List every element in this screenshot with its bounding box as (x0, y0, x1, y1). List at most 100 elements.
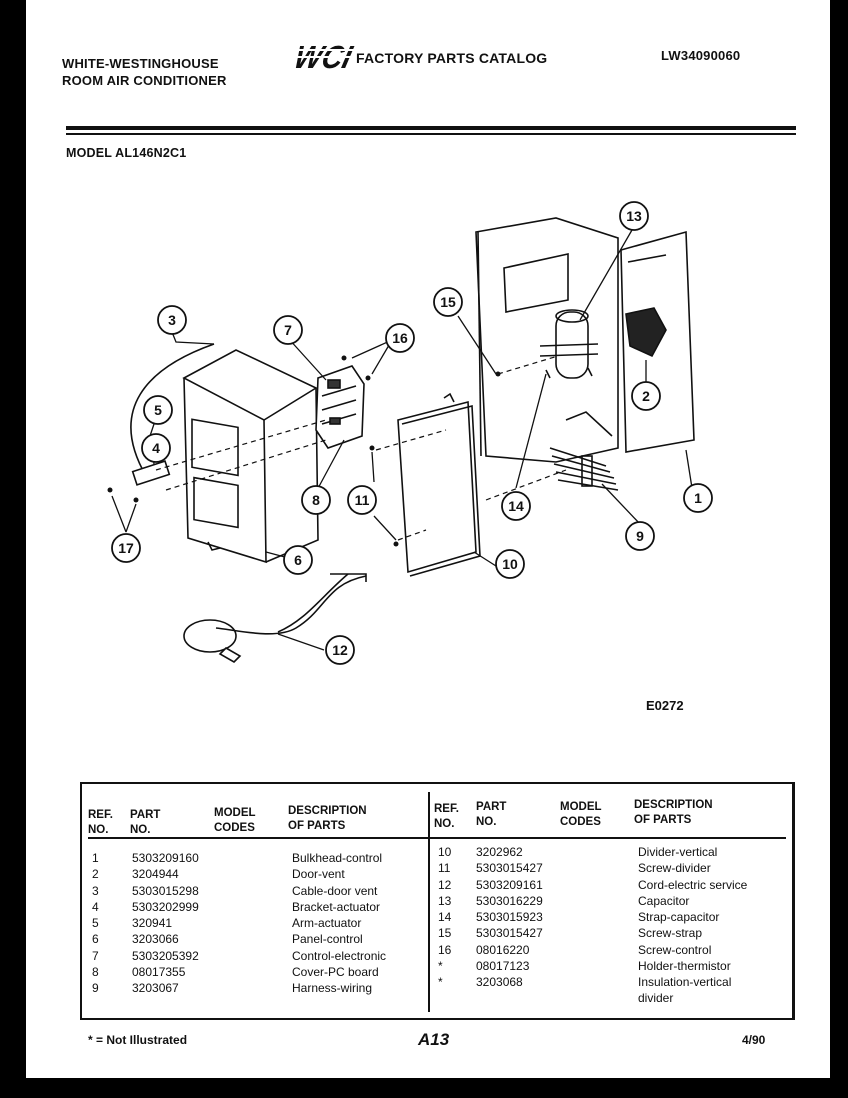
panel-control-drawing (182, 349, 319, 564)
wci-logo: WCI (292, 39, 356, 74)
callout-2: 2 (631, 381, 661, 411)
callout-label: 12 (332, 642, 348, 658)
description-cell: Door-vent (292, 867, 345, 882)
header-ref-no-right: REF.NO. (434, 803, 459, 830)
description-cell: Capacitor (638, 893, 690, 908)
callout-label: 9 (636, 528, 644, 544)
callout-17: 17 (111, 533, 141, 563)
callout-10: 10 (495, 549, 525, 579)
ref-no-cell: * (438, 959, 443, 974)
door-vent-cable-drawing (130, 343, 215, 486)
ref-no-cell: 3 (92, 883, 99, 898)
page-number: A13 (418, 1030, 450, 1049)
ref-no-cell: 4 (92, 899, 99, 914)
header-rule-thin (66, 133, 796, 135)
callout-16: 16 (385, 323, 415, 353)
callout-label: 4 (152, 440, 160, 456)
callout-label: 10 (502, 556, 518, 572)
callout-11: 11 (347, 485, 377, 515)
ref-no-cell: 14 (438, 910, 452, 925)
service-cord-drawing (183, 573, 367, 663)
callout-label: 17 (118, 540, 134, 556)
callout-8: 8 (301, 485, 331, 515)
not-illustrated-note: * = Not Illustrated (88, 1033, 188, 1047)
electronic-control-drawing (315, 365, 365, 449)
drawing-code: E0272 (646, 698, 684, 713)
description-cell: Strap-capacitor (638, 910, 720, 925)
model-number: MODEL AL146N2C1 (66, 146, 187, 160)
part-no-cell: 5303202999 (132, 899, 199, 914)
callout-label: 3 (168, 312, 176, 328)
description-cell: Cord-electric service (638, 877, 748, 892)
callout-1: 1 (683, 483, 713, 513)
part-no-cell: 320941 (132, 916, 173, 931)
brand-line-1: WHITE-WESTINGHOUSE (62, 56, 219, 71)
brand-line-2: ROOM AIR CONDITIONER (62, 73, 227, 88)
ref-no-cell: 1 (92, 851, 99, 865)
ref-no-cell: 16 (438, 942, 452, 957)
ref-no-cell: 2 (92, 867, 99, 882)
description-cell: Screw-strap (638, 926, 703, 941)
callout-label: 15 (440, 294, 456, 310)
ref-no-cell: 11 (438, 861, 451, 876)
description-cell: Cable-door vent (292, 883, 378, 898)
ref-no-cell: 12 (438, 877, 452, 892)
table-row: 2 3204944 Door-vent (82, 866, 422, 882)
part-no-cell: 08017355 (132, 965, 186, 980)
callout-4: 4 (141, 433, 171, 463)
part-no-cell: 3204944 (132, 867, 179, 882)
callout-15: 15 (433, 287, 463, 317)
description-cell: Panel-control (292, 932, 363, 947)
table-header-rule (88, 837, 786, 839)
part-no-cell: 3203066 (132, 932, 179, 947)
callout-12: 12 (325, 635, 355, 665)
callout-label: 16 (392, 330, 408, 346)
ref-no-cell: 9 (92, 981, 99, 996)
wiring-harness-drawing (549, 447, 619, 491)
callout-6: 6 (283, 545, 313, 575)
ref-no-cell: 6 (92, 932, 99, 947)
description-cell: Cover-PC board (292, 965, 379, 980)
part-no-cell: 3203068 (476, 975, 523, 990)
callout-3: 3 (157, 305, 187, 335)
callout-label: 8 (312, 492, 320, 508)
part-no-cell: 5303015427 (476, 926, 543, 941)
table-row: 15 5303015427 Screw-strap (428, 925, 788, 941)
ref-no-cell: 10 (438, 845, 452, 859)
part-no-cell: 5303205392 (132, 948, 199, 963)
catalog-title: FACTORY PARTS CATALOG (356, 50, 548, 66)
table-row: 1 5303209160 Bulkhead-control (82, 850, 422, 866)
part-no-cell: 5303209160 (132, 851, 199, 865)
callout-5: 5 (143, 395, 173, 425)
divider-vertical-drawing (397, 392, 481, 577)
callout-label: 13 (626, 208, 642, 224)
description-cell: Bracket-actuator (292, 899, 381, 914)
callout-label: 14 (508, 498, 524, 514)
assembly-lines (155, 355, 567, 541)
callout-14: 14 (501, 491, 531, 521)
brand-block: WHITE-WESTINGHOUSE ROOM AIR CONDITIONER (62, 55, 227, 89)
ref-no-cell: 15 (438, 926, 452, 941)
table-row: 6 3203066 Panel-control (82, 931, 422, 947)
ref-no-cell: * (438, 975, 443, 990)
ref-no-cell: 5 (92, 916, 99, 931)
callout-label: 11 (355, 492, 370, 508)
description-cell: Screw-divider (638, 861, 711, 876)
ref-no-cell: 8 (92, 965, 99, 980)
description-cell: Bulkhead-control (292, 851, 383, 865)
description-cell: Arm-actuator (292, 916, 362, 931)
